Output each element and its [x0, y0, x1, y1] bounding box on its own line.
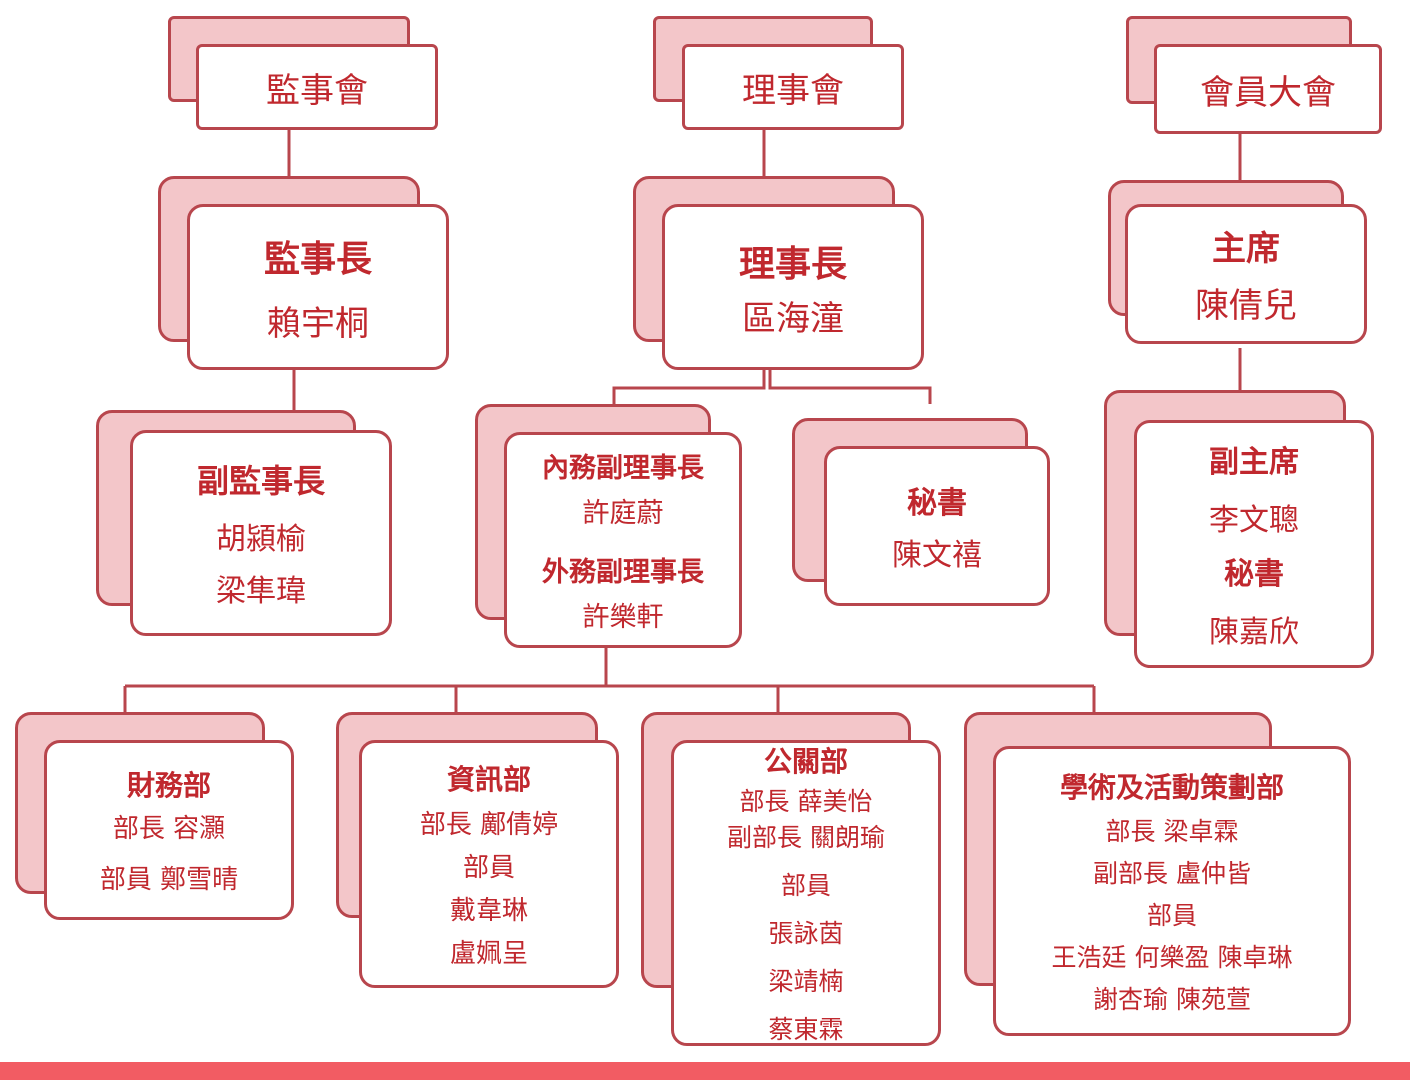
academic-department-line-2: 副部長 盧仲皆 [1093, 859, 1251, 888]
vice-chairman-name: 李文聰 [1209, 503, 1299, 538]
pr-department-line-4: 張詠茵 [768, 919, 844, 948]
it-department-line-2: 部員 [462, 853, 515, 883]
internal-vice-president-name: 許庭蔚 [582, 498, 664, 529]
pr-department-title: 公關部 [763, 745, 848, 778]
finance-department-title: 財務部 [126, 769, 211, 802]
pr-department-line-3: 部員 [780, 871, 831, 900]
academic-department-line-5: 謝杏瑜 陳苑萱 [1093, 985, 1251, 1014]
president-role: 理事長 [738, 243, 847, 285]
vice-chief-supervisor-name-2: 梁隼瑋 [216, 574, 306, 609]
secretary-role: 秘書 [907, 486, 967, 521]
chairman-role: 主席 [1212, 229, 1280, 269]
vice-chairman-role: 副主席 [1209, 445, 1299, 480]
president-name: 區海潼 [742, 298, 844, 339]
pr-department-line-6: 蔡東霖 [768, 1015, 844, 1044]
chief-supervisor-name: 賴宇桐 [267, 303, 369, 344]
finance-department-line-2: 部員 鄭雪晴 [99, 865, 239, 895]
external-vice-president-name: 許樂軒 [582, 602, 664, 633]
secretary-name: 陳文禧 [892, 538, 982, 573]
pr-department-line-1: 部長 薛美怡 [739, 787, 873, 816]
chief-supervisor-role: 監事長 [263, 238, 372, 280]
external-vice-president-role: 外務副理事長 [542, 557, 704, 588]
internal-vice-president-role: 內務副理事長 [542, 453, 704, 484]
finance-department-line-1: 部長 容灝 [112, 814, 226, 844]
it-department-line-1: 部長 鄺倩婷 [419, 810, 559, 840]
chairman-secretary-name: 陳嘉欣 [1209, 615, 1299, 650]
chairman-secretary-role: 秘書 [1224, 557, 1284, 592]
academic-department-line-3: 部員 [1146, 901, 1197, 930]
academic-department-line-1: 部長 梁卓霖 [1105, 817, 1239, 846]
academic-department-line-4: 王浩廷 何樂盈 陳卓琳 [1051, 943, 1293, 972]
pr-department-line-5: 梁靖楠 [768, 967, 844, 996]
pr-department-line-2: 副部長 關朗瑜 [727, 823, 885, 852]
supervisory-board-title: 監事會 [266, 70, 368, 111]
it-department-title: 資訊部 [446, 763, 531, 796]
general-assembly-title: 會員大會 [1200, 72, 1336, 113]
bottom-accent-bar [0, 1062, 1410, 1080]
vice-chief-supervisor-name-1: 胡潁榆 [216, 522, 306, 557]
it-department-line-4: 盧姵呈 [449, 939, 528, 969]
vice-chief-supervisor-role: 副監事長 [196, 462, 325, 500]
academic-department-title: 學術及活動策劃部 [1059, 771, 1284, 804]
board-of-directors-title: 理事會 [742, 70, 844, 111]
chairman-name: 陳倩兒 [1195, 286, 1297, 326]
it-department-line-3: 戴韋琳 [449, 896, 528, 926]
